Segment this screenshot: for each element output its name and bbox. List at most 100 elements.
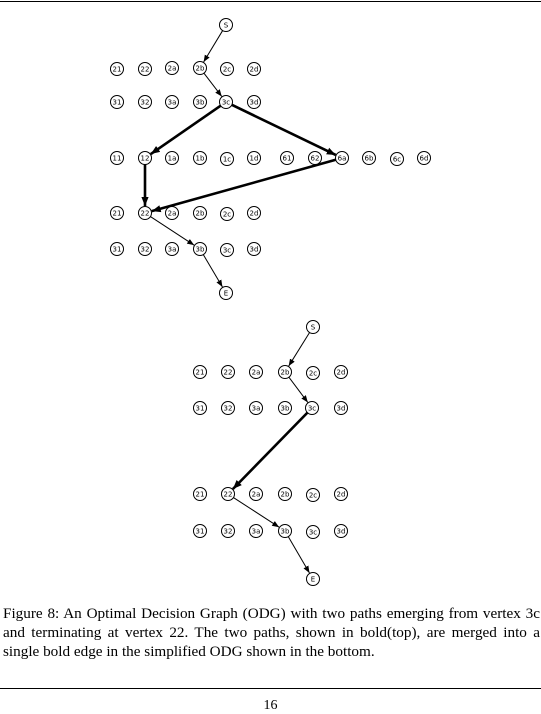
vertex-circle [280, 151, 294, 165]
top-vertex-3ba: 3b [193, 95, 207, 109]
top-edge-2ba-3ca [203, 72, 223, 97]
vertex-label: 2c [309, 492, 317, 500]
bottom-vertex-3ba: 3b [278, 401, 292, 415]
vertex-circle [138, 95, 152, 109]
vertex-circle [305, 401, 319, 415]
top-vertex-3bb: 3b [193, 242, 207, 256]
vertex-label: 21 [113, 66, 122, 74]
top-vertex-1a: 1a [165, 151, 179, 165]
vertex-circle [334, 365, 348, 379]
vertex-circle [138, 242, 152, 256]
vertex-circle [247, 206, 261, 220]
top-edge-6a-22b [151, 158, 337, 213]
vertex-label: 11 [113, 155, 122, 163]
vertex-circle [220, 152, 234, 166]
bottom-vertex-2ca: 2c [306, 366, 320, 380]
top-vertex-3ca: 3c [219, 95, 233, 109]
vertex-label: 3b [196, 99, 205, 107]
vertex-label: 2a [168, 210, 177, 218]
vertex-circle [278, 401, 292, 415]
top-vertex-6c: 6c [390, 152, 404, 166]
vertex-label: 1c [223, 156, 231, 164]
vertex-circle [278, 365, 292, 379]
vertex-circle [334, 524, 348, 538]
vertex-label: 2a [252, 491, 261, 499]
top-vertex-E: E [219, 286, 233, 300]
top-vertex-1c: 1c [220, 152, 234, 166]
vertex-circle [306, 572, 320, 586]
vertex-label: 32 [141, 99, 150, 107]
vertex-circle [362, 151, 376, 165]
vertex-circle [110, 95, 124, 109]
top-vertex-2bb: 2b [193, 206, 207, 220]
top-vertex-32a: 32 [138, 95, 152, 109]
vertex-circle [110, 242, 124, 256]
vertex-circle [247, 95, 261, 109]
vertex-label: 3c [309, 529, 317, 537]
top-edge-22b-3bb [150, 216, 195, 246]
vertex-circle [247, 62, 261, 76]
vertex-circle [306, 525, 320, 539]
bottom-vertex-2bb: 2b [278, 487, 292, 501]
top-vertex-3aa: 3a [165, 95, 179, 109]
vertex-circle [278, 487, 292, 501]
top-vertex-2da: 2d [247, 62, 261, 76]
vertex-circle [247, 151, 261, 165]
top-vertex-2cb: 2c [220, 207, 234, 221]
vertex-label: 21 [196, 491, 205, 499]
bottom-vertex-2cb: 2c [306, 488, 320, 502]
vertex-circle [278, 524, 292, 538]
top-vertex-2ab: 2a [165, 206, 179, 220]
bottom-vertex-3db: 3d [334, 524, 348, 538]
vertex-circle [221, 365, 235, 379]
vertex-label: 2b [281, 369, 290, 377]
vertex-circle [110, 62, 124, 76]
vertex-label: E [311, 576, 315, 584]
vertex-label: 3c [223, 247, 231, 255]
vertex-label: 3d [250, 246, 259, 254]
vertex-circle [193, 401, 207, 415]
top-vertex-3cb: 3c [220, 243, 234, 257]
vertex-label: 2d [337, 491, 346, 499]
vertex-label: 31 [196, 528, 205, 536]
bottom-vertex-32a: 32 [221, 401, 235, 415]
bottom-vertex-31a: 31 [193, 401, 207, 415]
top-vertex-12: 12 [138, 151, 152, 165]
top-edge-S-2ba [203, 30, 224, 63]
vertex-circle [306, 366, 320, 380]
vertex-circle [219, 286, 233, 300]
vertex-circle [193, 95, 207, 109]
bottom-vertex-3ca: 3c [305, 401, 319, 415]
vertex-circle [110, 206, 124, 220]
vertex-label: 2d [337, 369, 346, 377]
vertex-label: 2c [223, 211, 231, 219]
top-vertex-6b: 6b [362, 151, 376, 165]
bottom-vertex-32b: 32 [221, 524, 235, 538]
vertex-circle [417, 151, 431, 165]
vertex-circle [390, 152, 404, 166]
vertex-label: 3c [222, 99, 230, 107]
vertex-circle [249, 524, 263, 538]
vertex-circle [165, 206, 179, 220]
bottom-vertex-2aa: 2a [249, 365, 263, 379]
vertex-label: 21 [196, 369, 205, 377]
vertex-circle [221, 487, 235, 501]
vertex-label: 3a [168, 99, 177, 107]
vertex-circle [221, 524, 235, 538]
vertex-label: 3b [281, 405, 290, 413]
vertex-circle [249, 487, 263, 501]
vertex-circle [193, 242, 207, 256]
bottom-edge-3bb-E [287, 536, 310, 574]
top-vertex-22a: 22 [138, 62, 152, 76]
vertex-label: 31 [113, 246, 122, 254]
vertex-circle [334, 487, 348, 501]
bottom-vertex-2ab: 2a [249, 487, 263, 501]
top-vertex-2ba: 2b [193, 61, 207, 75]
vertex-circle [165, 95, 179, 109]
vertex-circle [249, 401, 263, 415]
page-number: 16 [263, 698, 278, 713]
bottom-vertex-3bb: 3b [278, 524, 292, 538]
top-edge-3ca-12 [150, 104, 222, 156]
vertex-label: 3a [252, 528, 261, 536]
bottom-rule [0, 688, 541, 689]
